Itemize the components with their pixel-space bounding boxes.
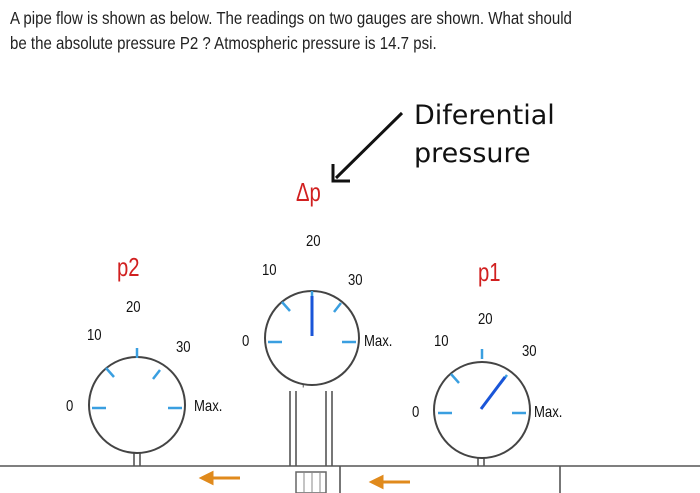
gauge-dp-tick-max: Max. xyxy=(364,333,393,350)
gauge-p1-dial xyxy=(433,361,531,459)
flow-arrow-left xyxy=(198,470,240,486)
gauge-p2-tick-10: 10 xyxy=(87,327,102,344)
callout-arrow-head xyxy=(331,164,350,183)
gauge-p2 xyxy=(88,348,186,454)
gauge-dp-tick-20: 20 xyxy=(306,233,321,250)
question-line-2: be the absolute pressure P2 ? Atmospheri… xyxy=(10,33,437,53)
question-text: A pipe flow is shown as below. The readi… xyxy=(10,6,603,56)
gauge-dp xyxy=(264,290,360,386)
gauge-dp-ticks xyxy=(268,291,356,344)
flow-arrow-right xyxy=(368,474,410,490)
gauge-p1-needle xyxy=(479,376,507,410)
gauge-p2-tick-20: 20 xyxy=(126,299,141,316)
gauge-p2-ticks xyxy=(92,348,182,410)
gauge-p1-tick-0: 0 xyxy=(412,404,420,421)
gauge-p2-tick-30: 30 xyxy=(176,339,191,356)
gauge-p1-tick-10: 10 xyxy=(434,333,449,350)
gauge-dp-tick-0: 0 xyxy=(242,333,250,350)
gauge-p1-title: p1 xyxy=(478,257,501,287)
gauge-p1-tick-30: 30 xyxy=(522,343,537,360)
callout-arrow-line xyxy=(334,111,404,180)
gauge-p2-title: p2 xyxy=(117,252,140,282)
gauge-p1-tick-max: Max. xyxy=(534,404,563,421)
gauge-p2-tick-0: 0 xyxy=(66,398,74,415)
callout-line-1: Diferential xyxy=(414,100,555,131)
gauge-p1 xyxy=(433,349,531,459)
callout-line-2: pressure xyxy=(414,138,531,169)
gauge-p2-dial xyxy=(88,356,186,454)
gauge-dp-tick-30: 30 xyxy=(348,272,363,289)
question-line-1: A pipe flow is shown as below. The readi… xyxy=(10,8,572,28)
gauge-dp-title: Δp xyxy=(296,177,321,207)
gauge-dp-tick-10: 10 xyxy=(262,262,277,279)
gauge-p2-tick-max: Max. xyxy=(194,398,223,415)
tee-fitting xyxy=(295,471,327,493)
pipe-lines xyxy=(0,391,700,493)
gauge-p1-tick-20: 20 xyxy=(478,311,493,328)
